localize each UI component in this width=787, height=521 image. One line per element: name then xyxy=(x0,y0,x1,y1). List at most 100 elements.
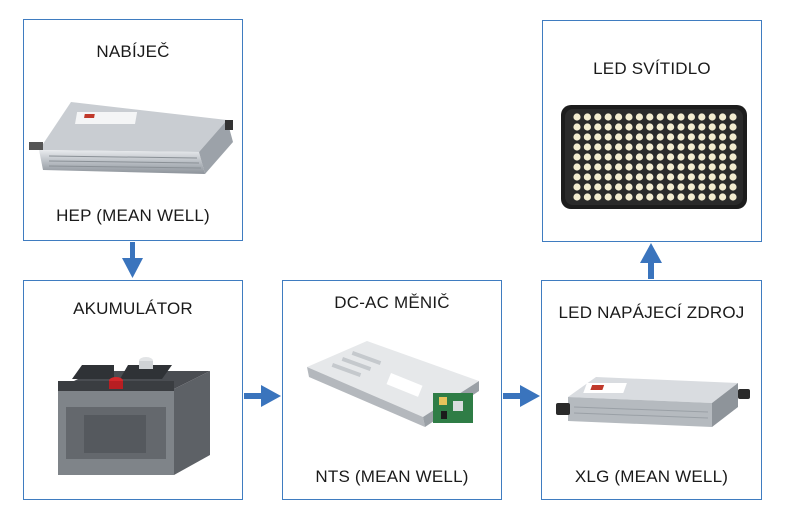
led-dot xyxy=(573,163,581,171)
led-dot xyxy=(708,173,716,181)
led-dot xyxy=(719,163,727,171)
led-dot xyxy=(635,143,643,151)
led-dot xyxy=(594,183,602,191)
led-dot xyxy=(635,133,643,141)
led-dot xyxy=(583,113,591,121)
led-dot xyxy=(646,173,654,181)
led-dot xyxy=(604,173,612,181)
led-dot xyxy=(646,153,654,161)
led-dot xyxy=(573,153,581,161)
led-dot xyxy=(667,183,675,191)
led-dot xyxy=(594,143,602,151)
led-dot xyxy=(729,123,737,131)
led-dot xyxy=(604,193,612,201)
led-dot xyxy=(635,173,643,181)
led-dot xyxy=(625,183,633,191)
led-dot xyxy=(677,193,685,201)
led-dot xyxy=(656,123,664,131)
led-dot xyxy=(698,133,706,141)
led-dot xyxy=(698,113,706,121)
led-dot xyxy=(604,123,612,131)
charger-box: NABÍJEČ HEP (MEAN WELL) xyxy=(23,19,243,241)
led-dot xyxy=(625,173,633,181)
led-dot xyxy=(677,133,685,141)
led-dot xyxy=(583,123,591,131)
led-dot xyxy=(687,123,695,131)
led-dot xyxy=(698,163,706,171)
driver-title: LED NAPÁJECÍ ZDROJ xyxy=(558,303,745,322)
led-dot xyxy=(677,123,685,131)
led-dot xyxy=(615,133,623,141)
led-dot xyxy=(698,143,706,151)
led-dot xyxy=(625,123,633,131)
led-dot xyxy=(677,153,685,161)
led-dot xyxy=(635,113,643,121)
led-dot xyxy=(729,113,737,121)
led-dot xyxy=(687,173,695,181)
led-dot xyxy=(729,133,737,141)
led-dot xyxy=(573,123,581,131)
car-battery-icon xyxy=(58,357,210,475)
lamp-box: LED SVÍTIDLO xyxy=(542,20,762,242)
led-dot xyxy=(677,113,685,121)
led-dot xyxy=(667,133,675,141)
led-dot xyxy=(625,193,633,201)
led-dot xyxy=(646,163,654,171)
led-dot xyxy=(708,143,716,151)
led-dot xyxy=(573,143,581,151)
driver-subtitle: XLG (MEAN WELL) xyxy=(574,467,729,486)
led-dot xyxy=(729,143,737,151)
led-dot xyxy=(635,123,643,131)
led-dot xyxy=(687,143,695,151)
led-dot xyxy=(677,163,685,171)
led-dot xyxy=(635,153,643,161)
led-dot xyxy=(708,123,716,131)
led-dot xyxy=(708,153,716,161)
led-dot xyxy=(667,193,675,201)
led-dot xyxy=(687,113,695,121)
led-dot xyxy=(635,193,643,201)
led-dot xyxy=(708,113,716,121)
led-dot xyxy=(604,143,612,151)
led-dot xyxy=(729,173,737,181)
led-dot xyxy=(646,143,654,151)
led-dot xyxy=(729,153,737,161)
led-dot xyxy=(583,163,591,171)
led-dot xyxy=(594,153,602,161)
led-dot xyxy=(656,183,664,191)
led-dot xyxy=(583,193,591,201)
led-dot xyxy=(667,143,675,151)
charger-title: NABÍJEČ xyxy=(96,42,170,61)
led-dot xyxy=(708,133,716,141)
led-dot xyxy=(719,123,727,131)
arrow-charger-to-battery xyxy=(122,242,143,278)
led-dot xyxy=(708,183,716,191)
led-dot xyxy=(656,153,664,161)
led-dot xyxy=(719,133,727,141)
power-supply-icon xyxy=(29,102,233,174)
led-dot xyxy=(667,163,675,171)
led-dot xyxy=(594,123,602,131)
led-dot xyxy=(687,193,695,201)
led-dot xyxy=(635,163,643,171)
lamp-title: LED SVÍTIDLO xyxy=(593,59,711,78)
led-dot xyxy=(646,113,654,121)
led-dot xyxy=(656,143,664,151)
led-dot xyxy=(646,183,654,191)
inverter-title: DC-AC MĚNIČ xyxy=(334,293,450,312)
led-dot xyxy=(656,173,664,181)
led-dot xyxy=(667,153,675,161)
led-dot xyxy=(687,133,695,141)
led-dot xyxy=(677,173,685,181)
led-dot xyxy=(573,113,581,121)
led-dot xyxy=(594,133,602,141)
led-dot xyxy=(594,113,602,121)
led-dot xyxy=(729,193,737,201)
led-dot xyxy=(594,193,602,201)
led-dot xyxy=(615,153,623,161)
led-dot xyxy=(667,173,675,181)
driver-box: LED NAPÁJECÍ ZDROJ XLG (MEAN WELL) xyxy=(541,280,762,500)
led-dot xyxy=(729,183,737,191)
led-dot xyxy=(573,183,581,191)
